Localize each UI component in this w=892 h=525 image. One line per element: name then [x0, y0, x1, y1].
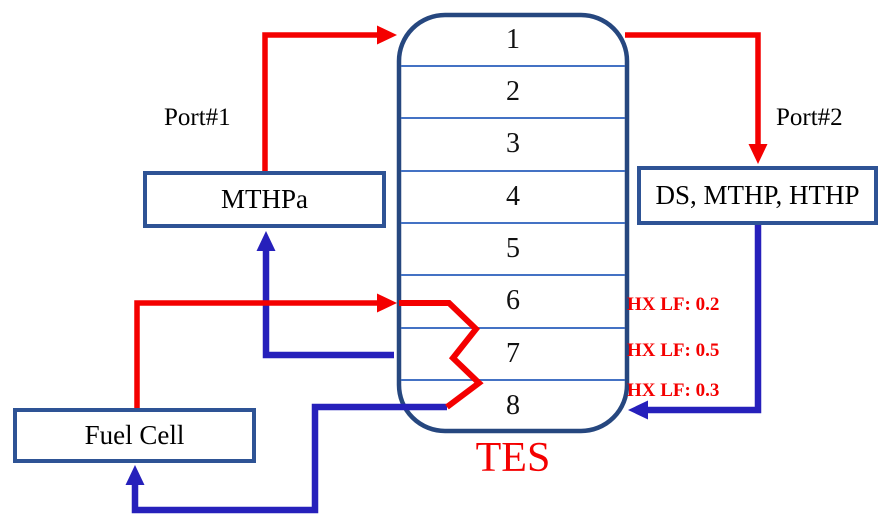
arrow-up-into-fuelcell-icon [125, 465, 145, 485]
cold-arrowheads [125, 231, 648, 485]
fuel-cell-label: Fuel Cell [84, 420, 185, 450]
tank-segment-8: 8 [506, 390, 520, 421]
hot-flow-lines [134, 32, 761, 410]
arrow-right-into-tank6-icon [377, 293, 397, 313]
tank-segment-3: 3 [506, 128, 520, 159]
ds-mthp-hthp-box: DS, MTHP, HTHP [637, 166, 878, 225]
hx-lf-label-2: HX LF: 0.5 [627, 340, 720, 361]
hot-line-mthpa-to-tank1 [262, 32, 378, 172]
hot-arrowheads [377, 25, 768, 313]
tank-segment-2: 2 [506, 76, 520, 107]
cold-line-tank7-to-mthpa [262, 250, 394, 359]
hx-coil-zigzag [399, 300, 484, 410]
arrow-left-into-tank8-icon [628, 400, 648, 420]
hot-line-tank1-to-dsbox [625, 32, 761, 145]
cold-line-hxcoil-to-fuelcell [131, 403, 447, 514]
tank-segment-1: 1 [506, 24, 520, 55]
mthpa-box: MTHPa [143, 171, 386, 228]
hot-line-fuelcell-to-tank6 [134, 300, 378, 408]
tank-segment-dividers [401, 65, 625, 381]
fuel-cell-box: Fuel Cell [13, 408, 256, 463]
arrow-down-into-dsbox-icon [748, 144, 768, 164]
hx-lf-label-3: HX LF: 0.3 [627, 380, 720, 401]
ds-mthp-hthp-label: DS, MTHP, HTHP [655, 180, 860, 210]
mthpa-label: MTHPa [221, 184, 308, 214]
tank-segment-7: 7 [506, 338, 520, 369]
hx-lf-label-1: HX LF: 0.2 [627, 294, 720, 315]
tank-segment-5: 5 [506, 233, 520, 264]
tes-title: TES [475, 435, 551, 481]
arrow-right-into-tank1-icon [377, 25, 397, 45]
cold-flow-lines [131, 225, 762, 514]
tank-segment-6: 6 [506, 285, 520, 316]
port2-label: Port#2 [776, 104, 843, 131]
cold-line-dsbox-to-tank8 [647, 225, 762, 414]
port1-label: Port#1 [164, 104, 231, 131]
tank-segment-4: 4 [506, 181, 520, 212]
arrow-up-into-mthpa-icon [256, 231, 276, 251]
